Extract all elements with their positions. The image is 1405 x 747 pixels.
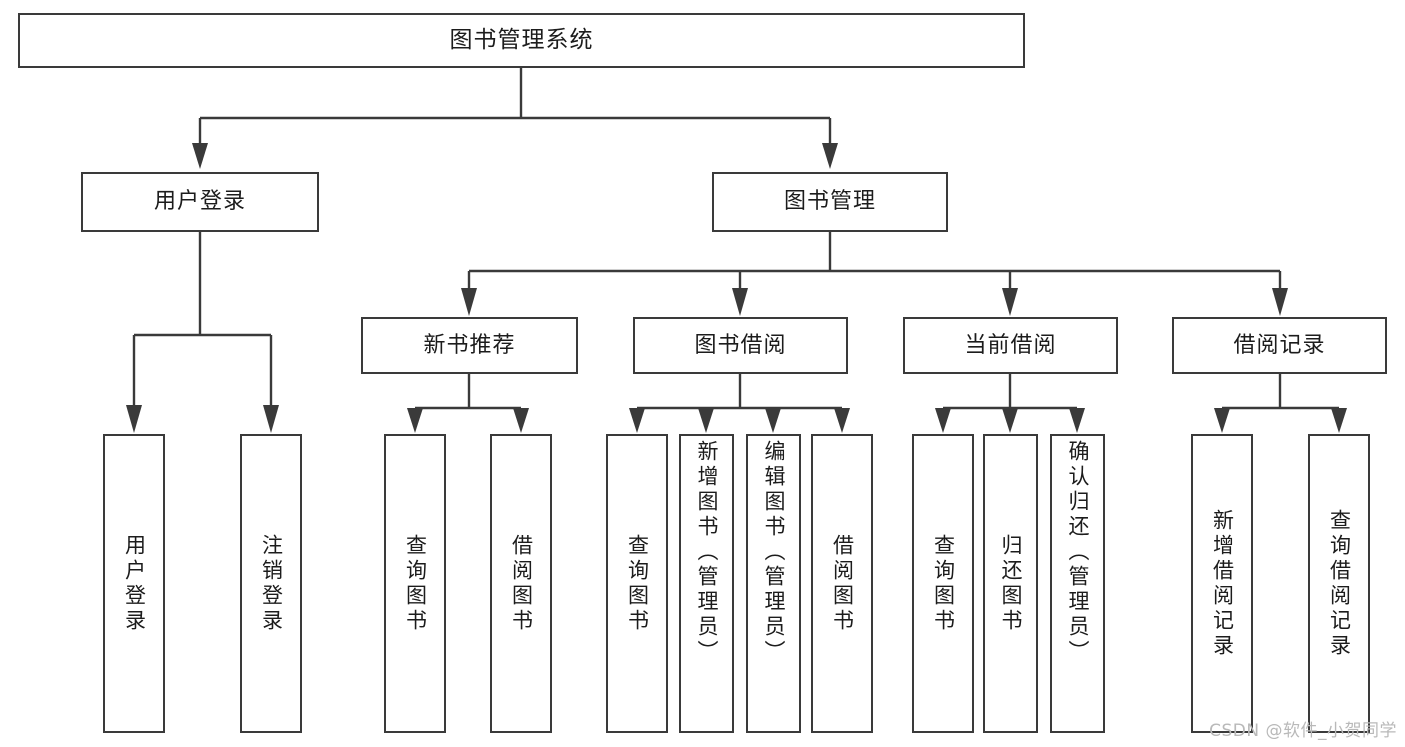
node-leaf-edit-book-admin[interactable]: 编辑图书（管理员） [746,434,801,733]
node-label: 归还图书 [999,533,1023,634]
node-user-login[interactable]: 用户登录 [81,172,319,232]
node-leaf-add-book-admin[interactable]: 新增图书（管理员） [679,434,734,733]
arrowhead-leaf-borrow-record-1 [1214,408,1230,433]
arrowhead-leaf-book-borrow-1 [629,408,645,433]
node-label: 借阅记录 [1233,332,1326,358]
arrowhead-new-book [461,288,477,316]
node-leaf-logout[interactable]: 注销登录 [240,434,302,733]
node-leaf-query-borrow-record[interactable]: 查询借阅记录 [1308,434,1370,733]
arrowhead-leaf-current-borrow-3 [1069,408,1085,433]
arrowhead-book-manage [822,143,838,169]
node-label: 图书管理 [783,189,876,215]
node-label: 确认归还（管理员） [1066,440,1090,665]
arrowhead-leaf-new-book-2 [513,408,529,433]
node-label: 编辑图书（管理员） [762,440,786,665]
node-label: 新增图书（管理员） [695,440,719,665]
node-label: 查询图书 [625,533,650,634]
node-leaf-query-book-current[interactable]: 查询图书 [912,434,974,733]
arrowhead-user-login [192,143,208,169]
arrowhead-leaf-user-login-2 [263,405,279,433]
node-leaf-confirm-return-admin[interactable]: 确认归还（管理员） [1050,434,1105,733]
arrowhead-leaf-new-book-1 [407,408,423,433]
node-book-management[interactable]: 图书管理 [712,172,948,232]
node-label: 图书借阅 [694,332,787,358]
node-leaf-borrow-book-recommend[interactable]: 借阅图书 [490,434,552,733]
arrowhead-leaf-book-borrow-4 [834,408,850,433]
node-root-book-management-system[interactable]: 图书管理系统 [18,13,1025,68]
arrowhead-leaf-current-borrow-1 [935,408,951,433]
node-leaf-return-book[interactable]: 归还图书 [983,434,1038,733]
node-label: 新增借阅记录 [1210,508,1235,659]
node-label: 查询图书 [931,533,956,634]
node-label: 借阅图书 [830,533,855,634]
node-label: 查询借阅记录 [1327,508,1352,659]
arrowhead-leaf-current-borrow-2 [1002,408,1018,433]
arrowhead-leaf-borrow-record-2 [1331,408,1347,433]
node-leaf-query-book-borrow[interactable]: 查询图书 [606,434,668,733]
arrowhead-book-borrow [732,288,748,316]
node-new-book-recommend[interactable]: 新书推荐 [361,317,578,374]
arrowhead-leaf-user-login-1 [126,405,142,433]
node-label: 用户登录 [122,533,147,634]
node-leaf-query-book-recommend[interactable]: 查询图书 [384,434,446,733]
node-label: 借阅图书 [509,533,534,634]
node-current-borrow[interactable]: 当前借阅 [903,317,1118,374]
node-leaf-user-login[interactable]: 用户登录 [103,434,165,733]
node-label: 图书管理系统 [449,27,594,54]
node-borrow-record[interactable]: 借阅记录 [1172,317,1387,374]
node-label: 查询图书 [403,533,428,634]
arrowhead-current-borrow [1002,288,1018,316]
node-leaf-add-borrow-record[interactable]: 新增借阅记录 [1191,434,1253,733]
arrowhead-borrow-record [1272,288,1288,316]
node-label: 注销登录 [259,533,284,634]
node-book-borrow[interactable]: 图书借阅 [633,317,848,374]
arrowhead-leaf-book-borrow-2 [698,408,714,433]
watermark: CSDN @软件_小贺同学 [1209,721,1397,741]
node-label: 当前借阅 [964,332,1057,358]
node-label: 用户登录 [153,189,246,215]
node-label: 新书推荐 [423,332,516,358]
node-leaf-borrow-book[interactable]: 借阅图书 [811,434,873,733]
arrowhead-leaf-book-borrow-3 [765,408,781,433]
